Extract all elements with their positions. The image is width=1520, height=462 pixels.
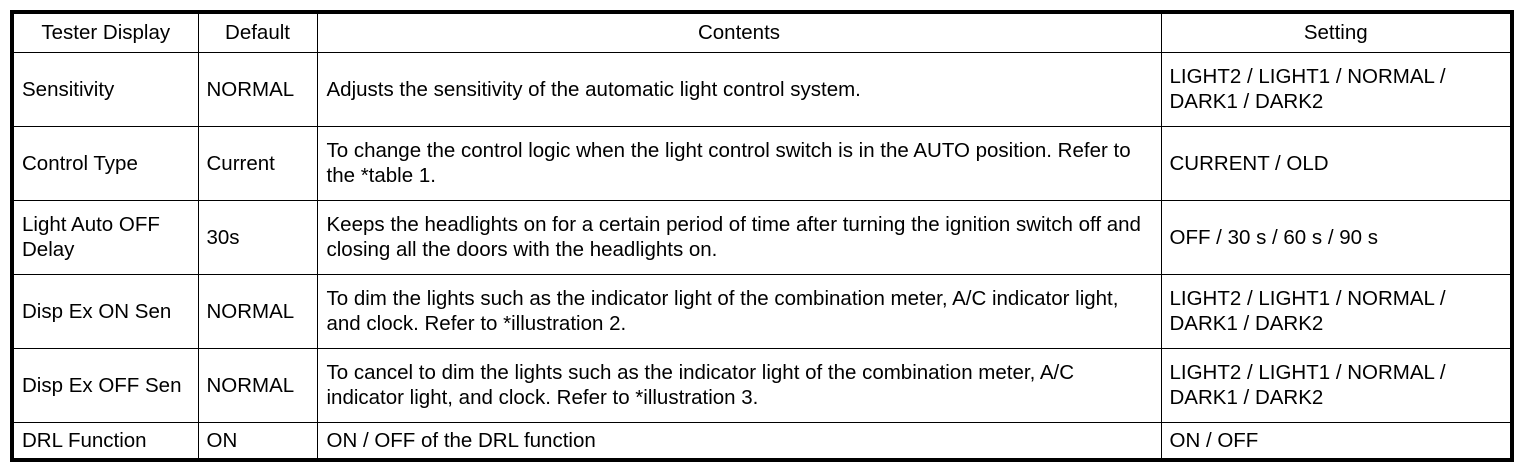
table-header-row: Tester Display Default Contents Setting xyxy=(11,11,1513,53)
cell-default: Current xyxy=(197,125,318,201)
table-body: Sensitivity NORMAL Adjusts the sensitivi… xyxy=(11,51,1513,461)
cell-tester-display: Disp Ex OFF Sen xyxy=(11,347,199,423)
cell-tester-display: Control Type xyxy=(11,125,199,201)
cell-setting: LIGHT2 / LIGHT1 / NORMAL / DARK1 / DARK2 xyxy=(1160,51,1513,127)
cell-setting: LIGHT2 / LIGHT1 / NORMAL / DARK1 / DARK2 xyxy=(1160,347,1513,423)
column-header-default: Default xyxy=(197,11,318,53)
cell-setting: CURRENT / OLD xyxy=(1160,125,1513,201)
spec-table-container: Tester Display Default Contents Setting … xyxy=(10,10,1514,462)
cell-default: NORMAL xyxy=(197,347,318,423)
table-row: Light Auto OFF Delay 30s Keeps the headl… xyxy=(11,199,1513,275)
column-header-setting: Setting xyxy=(1160,11,1513,53)
table-row: Disp Ex OFF Sen NORMAL To cancel to dim … xyxy=(11,347,1513,423)
column-header-contents: Contents xyxy=(316,11,1162,53)
cell-default: 30s xyxy=(197,199,318,275)
cell-tester-display: Sensitivity xyxy=(11,51,199,127)
table-header: Tester Display Default Contents Setting xyxy=(11,11,1513,53)
cell-contents: To cancel to dim the lights such as the … xyxy=(316,347,1162,423)
cell-default: ON xyxy=(197,421,318,461)
cell-contents: Adjusts the sensitivity of the automatic… xyxy=(316,51,1162,127)
cell-tester-display: DRL Function xyxy=(11,421,199,461)
cell-tester-display: Light Auto OFF Delay xyxy=(11,199,199,275)
cell-default: NORMAL xyxy=(197,51,318,127)
table-row: Disp Ex ON Sen NORMAL To dim the lights … xyxy=(11,273,1513,349)
cell-contents: ON / OFF of the DRL function xyxy=(316,421,1162,461)
cell-contents: To dim the lights such as the indicator … xyxy=(316,273,1162,349)
cell-contents: Keeps the headlights on for a certain pe… xyxy=(316,199,1162,275)
cell-setting: ON / OFF xyxy=(1160,421,1513,461)
cell-setting: OFF / 30 s / 60 s / 90 s xyxy=(1160,199,1513,275)
cell-setting: LIGHT2 / LIGHT1 / NORMAL / DARK1 / DARK2 xyxy=(1160,273,1513,349)
table-row: Sensitivity NORMAL Adjusts the sensitivi… xyxy=(11,51,1513,127)
tester-display-settings-table: Tester Display Default Contents Setting … xyxy=(10,10,1514,462)
table-row: DRL Function ON ON / OFF of the DRL func… xyxy=(11,421,1513,461)
column-header-tester-display: Tester Display xyxy=(11,11,199,53)
cell-contents: To change the control logic when the lig… xyxy=(316,125,1162,201)
cell-tester-display: Disp Ex ON Sen xyxy=(11,273,199,349)
table-row: Control Type Current To change the contr… xyxy=(11,125,1513,201)
cell-default: NORMAL xyxy=(197,273,318,349)
